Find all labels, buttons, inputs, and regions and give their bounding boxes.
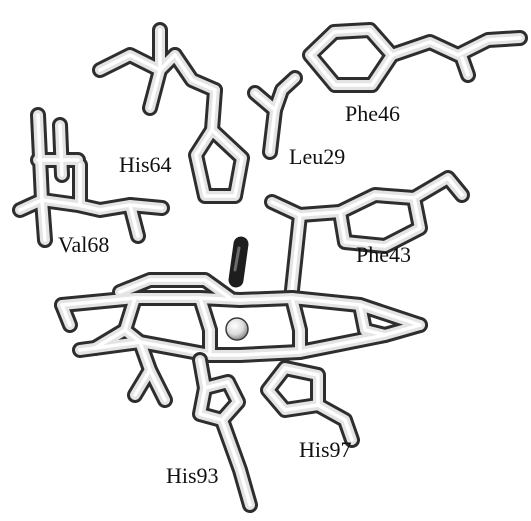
label-phe46: Phe46 [345,101,400,126]
bound-ligand [228,236,249,288]
val68-residue [12,107,170,248]
his64-residue [92,22,250,204]
label-phe43: Phe43 [356,242,411,267]
his93-residue [192,352,258,513]
heme-porphyrin [54,272,428,408]
label-his64: His64 [119,152,172,177]
label-his93: His93 [166,463,219,488]
leu29-residue [247,70,303,160]
label-leu29: Leu29 [289,144,345,169]
his97-residue [260,360,360,448]
label-his97: His97 [299,437,352,462]
heme-iron-atom [225,317,249,341]
phe43-residue [264,170,470,298]
phe46-residue [302,22,528,93]
label-val68: Val68 [58,232,109,257]
